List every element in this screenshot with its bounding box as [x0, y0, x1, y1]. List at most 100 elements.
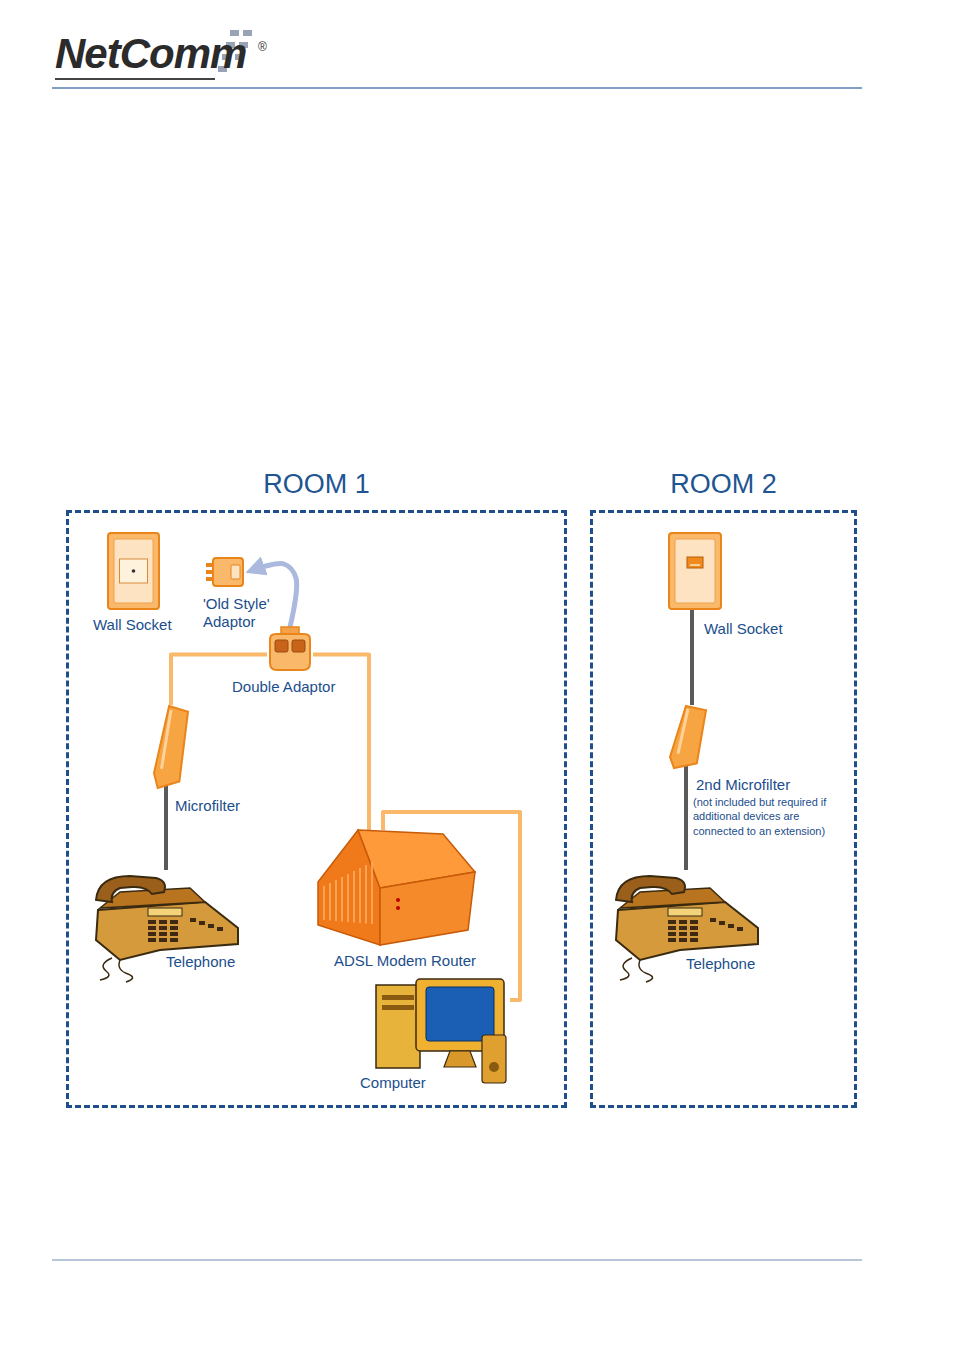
phone-key	[170, 938, 178, 942]
logo-text: NetComm	[55, 30, 246, 78]
cable	[684, 766, 688, 870]
modem-led	[396, 906, 400, 910]
modem-led	[396, 898, 400, 902]
telephone: Telephone	[90, 870, 240, 980]
footer-rule	[52, 1259, 862, 1261]
phone-key	[690, 926, 698, 930]
cable	[690, 610, 694, 705]
wall-socket: Wall Socket	[107, 532, 160, 610]
wall-socket-drawing	[668, 532, 722, 610]
double-icon	[270, 627, 310, 670]
phone-cord	[100, 958, 133, 982]
wall-socket: Wall Socket	[668, 532, 722, 610]
filter-body	[670, 706, 706, 768]
double-adaptor: Double Adaptor	[267, 625, 313, 672]
phone-key	[668, 920, 676, 924]
plug-pin	[206, 570, 214, 574]
microfilter: Microfilter	[152, 705, 190, 790]
device-label: Telephone	[166, 953, 235, 971]
socket-plate	[669, 533, 721, 609]
room-heading: ROOM 2	[593, 468, 854, 500]
monitor-stand	[444, 1051, 476, 1067]
jack-pins	[690, 564, 700, 566]
device-label: Telephone	[686, 955, 755, 973]
device-label: Wall Socket	[93, 616, 172, 634]
telephone: Telephone	[610, 870, 760, 980]
logo-underline	[55, 78, 215, 80]
device-label: Double Adaptor	[232, 678, 335, 696]
phone-key	[199, 921, 205, 925]
phone-key	[690, 920, 698, 924]
plug-pin	[206, 577, 214, 581]
plug-body	[213, 558, 243, 586]
phone-handset	[96, 876, 165, 902]
microfilter: 2nd Microfilter(not included but require…	[668, 705, 708, 770]
room-region: ROOM 1Wall Socket'Old Style' AdaptorDoub…	[66, 510, 567, 1108]
phone-key	[159, 938, 167, 942]
socket-hole	[132, 569, 136, 573]
modem-ridge	[341, 877, 343, 922]
microfilter-drawing	[152, 705, 190, 790]
socket-recess	[120, 559, 148, 583]
drive-bay	[382, 995, 414, 1000]
header-rule	[52, 87, 862, 89]
phone-cord	[620, 958, 653, 982]
phone-key	[668, 926, 676, 930]
phone-key	[170, 920, 178, 924]
adsl-modem-router-drawing	[318, 830, 475, 945]
phone-key	[690, 932, 698, 936]
phone-key	[190, 918, 196, 922]
wall-socket-drawing	[107, 532, 160, 610]
phone-base	[616, 902, 758, 960]
filter-icon	[154, 706, 188, 788]
phone-key	[148, 938, 156, 942]
room-region: ROOM 2Wall Socket2nd Microfilter(not inc…	[590, 510, 857, 1108]
phone-key	[668, 938, 676, 942]
adaptor-body	[270, 634, 310, 670]
device-label: Wall Socket	[704, 620, 783, 638]
phone-key	[690, 938, 698, 942]
cable	[164, 782, 168, 870]
room-heading: ROOM 1	[69, 468, 564, 500]
adsl-modem-router: ADSL Modem Router	[318, 830, 475, 945]
computer-icon	[376, 979, 506, 1083]
note-text: (not included but required if additional…	[693, 795, 845, 838]
phone-key	[728, 924, 734, 928]
speaker-cone	[489, 1062, 499, 1072]
filter-highlight	[678, 709, 688, 754]
oldplug-icon	[206, 558, 243, 586]
double-adaptor-drawing	[267, 625, 313, 672]
plug-pin	[206, 563, 214, 567]
modem-ridge	[335, 880, 337, 921]
phone-handset	[616, 876, 685, 902]
speaker	[482, 1035, 506, 1083]
old-style-adaptor-drawing	[205, 552, 245, 592]
modem-ridge	[371, 862, 373, 924]
modem-ridge	[359, 868, 361, 923]
device-label: Microfilter	[175, 797, 240, 815]
phone-key	[170, 932, 178, 936]
modem-ridge	[323, 886, 325, 920]
phone-key	[217, 927, 223, 931]
phone-key	[737, 927, 743, 931]
phone-base	[96, 902, 238, 960]
microfilter-drawing	[668, 705, 708, 770]
computer-drawing	[372, 975, 510, 1090]
filter-icon	[670, 706, 706, 768]
phone-key	[668, 932, 676, 936]
phone-key	[159, 932, 167, 936]
computer: Computer	[372, 975, 510, 1090]
phone-icon	[616, 876, 758, 982]
drive-bay	[382, 1005, 414, 1010]
phone-key	[710, 918, 716, 922]
socket-face	[114, 539, 153, 603]
phone-key	[679, 926, 687, 930]
device-label: ADSL Modem Router	[334, 952, 476, 970]
phone-key	[170, 926, 178, 930]
device-label: Computer	[360, 1074, 426, 1092]
modem-ridge	[365, 865, 367, 924]
phone-display	[668, 908, 702, 916]
modem-ridge	[347, 874, 349, 922]
